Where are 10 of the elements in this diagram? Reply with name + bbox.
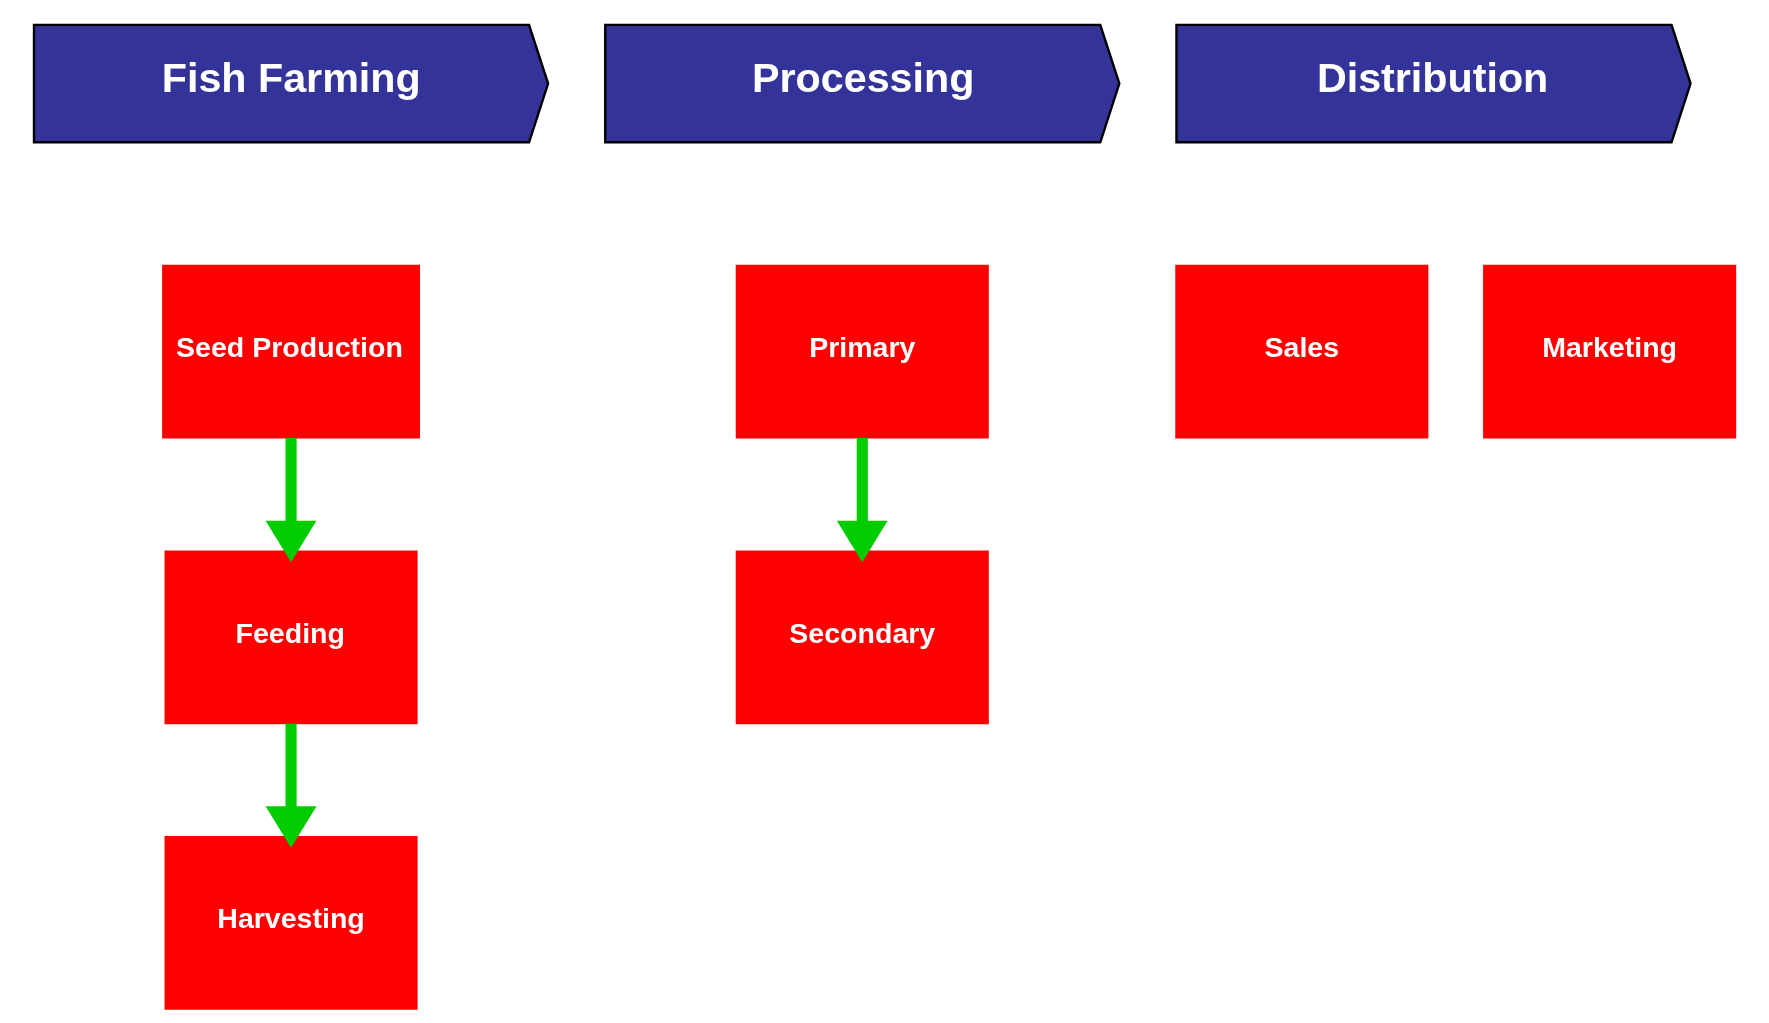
arrow <box>265 437 317 562</box>
node-box: Harvesting <box>164 835 418 1010</box>
node-box: Feeding <box>164 549 418 724</box>
node-box: Seed Production <box>162 264 420 439</box>
node-box: Marketing <box>1483 264 1737 439</box>
arrow <box>265 723 317 848</box>
node-box: Primary <box>735 264 989 439</box>
node-box: Secondary <box>735 549 989 724</box>
arrow <box>836 437 888 562</box>
node-box: Sales <box>1175 264 1429 439</box>
